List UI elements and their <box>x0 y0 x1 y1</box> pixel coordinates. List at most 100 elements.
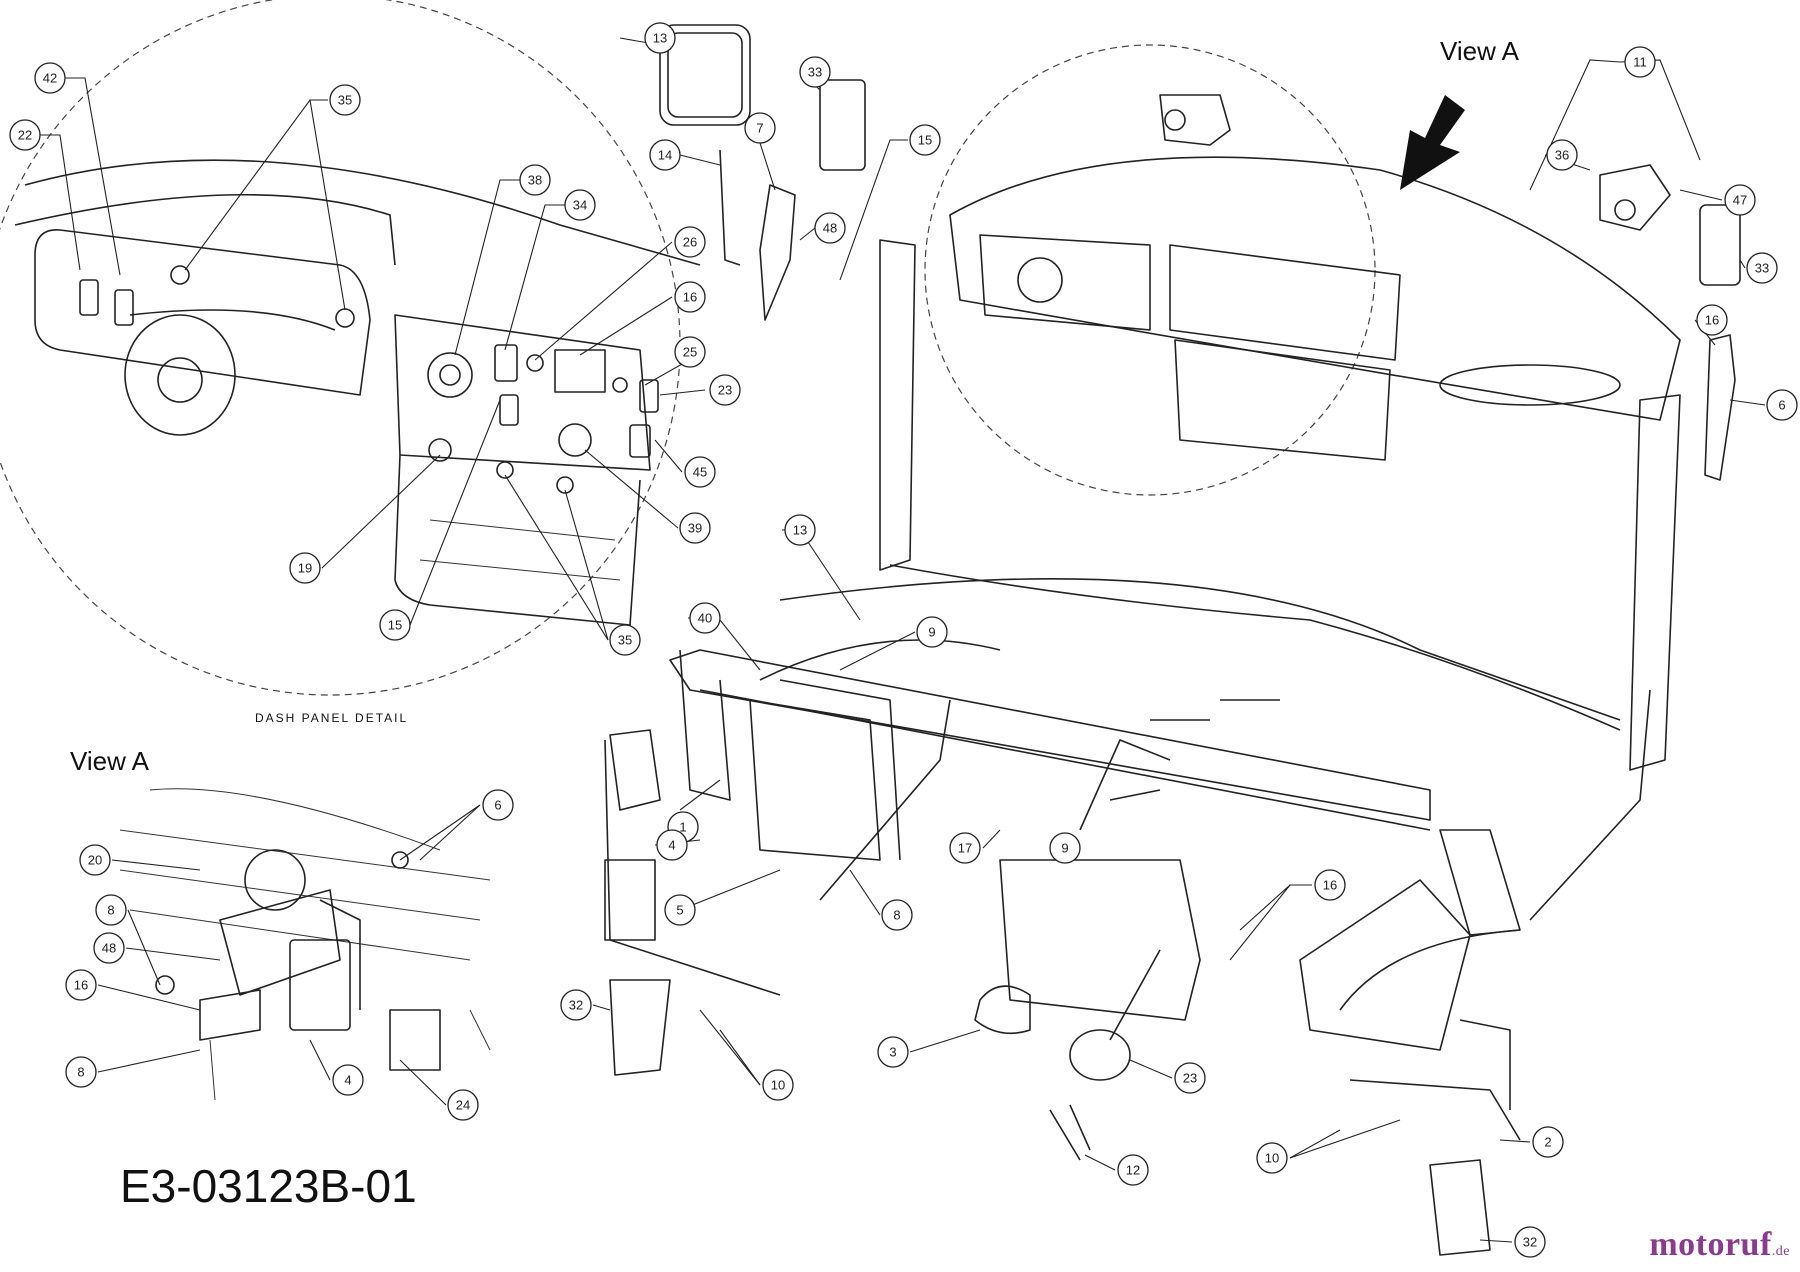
callout-circle <box>664 894 696 926</box>
callout-circle <box>519 164 551 196</box>
callout-number: 17 <box>958 841 972 856</box>
callout-circle <box>289 552 321 584</box>
callout-4: 4 <box>656 829 688 861</box>
callout-number: 47 <box>1733 193 1747 208</box>
callout-circle <box>447 1089 479 1121</box>
callout-circle <box>1532 1126 1564 1158</box>
callout-circle <box>644 22 676 54</box>
callout-circle <box>95 894 127 926</box>
callout-number: 16 <box>74 978 88 993</box>
callout-47: 47 <box>1724 184 1756 216</box>
callout-16: 16 <box>1696 304 1728 336</box>
callout-circle <box>564 189 596 221</box>
callout-number: 22 <box>18 128 32 143</box>
callout-circle <box>679 512 711 544</box>
callout-8: 8 <box>65 1056 97 1088</box>
callout-number: 4 <box>668 838 675 853</box>
callout-circle <box>784 514 816 546</box>
callout-number: 4 <box>344 1073 351 1088</box>
leader-lines <box>38 37 1766 1243</box>
callout-circle <box>709 374 741 406</box>
callout-number: 23 <box>1183 1071 1197 1086</box>
callout-circle <box>34 62 66 94</box>
callout-number: 13 <box>793 523 807 538</box>
callout-circle <box>656 829 688 861</box>
callout-32: 32 <box>1514 1226 1546 1258</box>
callout-circle <box>9 119 41 151</box>
view-a-inset-drawing <box>119 788 491 1101</box>
callout-16: 16 <box>674 281 706 313</box>
callout-circle <box>689 602 721 634</box>
callout-17: 17 <box>949 832 981 864</box>
callout-number: 19 <box>298 561 312 576</box>
callout-2: 2 <box>1532 1126 1564 1158</box>
callout-circle <box>1546 139 1578 171</box>
callout-number: 33 <box>1755 261 1769 276</box>
callout-circle <box>79 844 111 876</box>
callout-circle <box>1624 46 1656 78</box>
callout-48: 48 <box>93 932 125 964</box>
callout-45: 45 <box>684 456 716 488</box>
callout-circle <box>684 456 716 488</box>
callout-circle <box>1724 184 1756 216</box>
callout-circle <box>1514 1226 1546 1258</box>
callout-number: 48 <box>823 221 837 236</box>
drawing-number: E3-03123B-01 <box>120 1160 417 1212</box>
callout-circle <box>93 932 125 964</box>
callout-circle <box>881 899 913 931</box>
callout-32: 32 <box>560 989 592 1021</box>
callout-19: 19 <box>289 552 321 584</box>
view-a-top-label: View A <box>1440 36 1520 66</box>
callout-circle <box>814 212 846 244</box>
callout-circle <box>909 124 941 156</box>
view-a-arrow <box>1400 95 1465 190</box>
callout-circle <box>674 281 706 313</box>
callout-39: 39 <box>679 512 711 544</box>
callout-number: 8 <box>893 908 900 923</box>
callout-circle <box>379 609 411 641</box>
callout-circle <box>1696 304 1728 336</box>
callout-circle <box>649 139 681 171</box>
callout-circle <box>1766 389 1798 421</box>
callout-circle <box>482 789 514 821</box>
callout-circle <box>609 624 641 656</box>
callout-number: 9 <box>928 625 935 640</box>
callout-23: 23 <box>709 374 741 406</box>
callout-15: 15 <box>909 124 941 156</box>
callout-38: 38 <box>519 164 551 196</box>
callout-number: 48 <box>102 941 116 956</box>
callout-7: 7 <box>744 112 776 144</box>
callout-number: 45 <box>693 465 707 480</box>
callout-circle <box>762 1069 794 1101</box>
callout-number: 14 <box>658 148 672 163</box>
callout-number: 33 <box>808 65 822 80</box>
callout-number: 3 <box>889 1045 896 1060</box>
callout-22: 22 <box>9 119 41 151</box>
callout-number: 40 <box>698 611 712 626</box>
callout-number: 23 <box>718 383 732 398</box>
callout-number: 39 <box>688 521 702 536</box>
callout-circle <box>877 1036 909 1068</box>
callout-circle <box>1314 869 1346 901</box>
callout-4: 4 <box>332 1064 364 1096</box>
callout-8: 8 <box>95 894 127 926</box>
callout-36: 36 <box>1546 139 1578 171</box>
callout-number: 12 <box>1126 1163 1140 1178</box>
callout-9: 9 <box>1049 832 1081 864</box>
callout-11: 11 <box>1624 46 1656 78</box>
motoruf-logo: motoruf.de <box>1649 1226 1790 1263</box>
callout-circle <box>332 1064 364 1096</box>
callout-10: 10 <box>1256 1142 1288 1174</box>
callout-number: 10 <box>771 1078 785 1093</box>
callout-circle <box>1117 1154 1149 1186</box>
callouts: 4222353834261625234539191535133314748151… <box>9 22 1798 1258</box>
callout-15: 15 <box>379 609 411 641</box>
callout-circle <box>329 84 361 116</box>
callout-5: 5 <box>664 894 696 926</box>
callout-circle <box>674 336 706 368</box>
dash-panel-detail-drawing <box>14 159 701 626</box>
callout-16: 16 <box>1314 869 1346 901</box>
callout-6: 6 <box>1766 389 1798 421</box>
callout-number: 2 <box>1544 1135 1551 1150</box>
